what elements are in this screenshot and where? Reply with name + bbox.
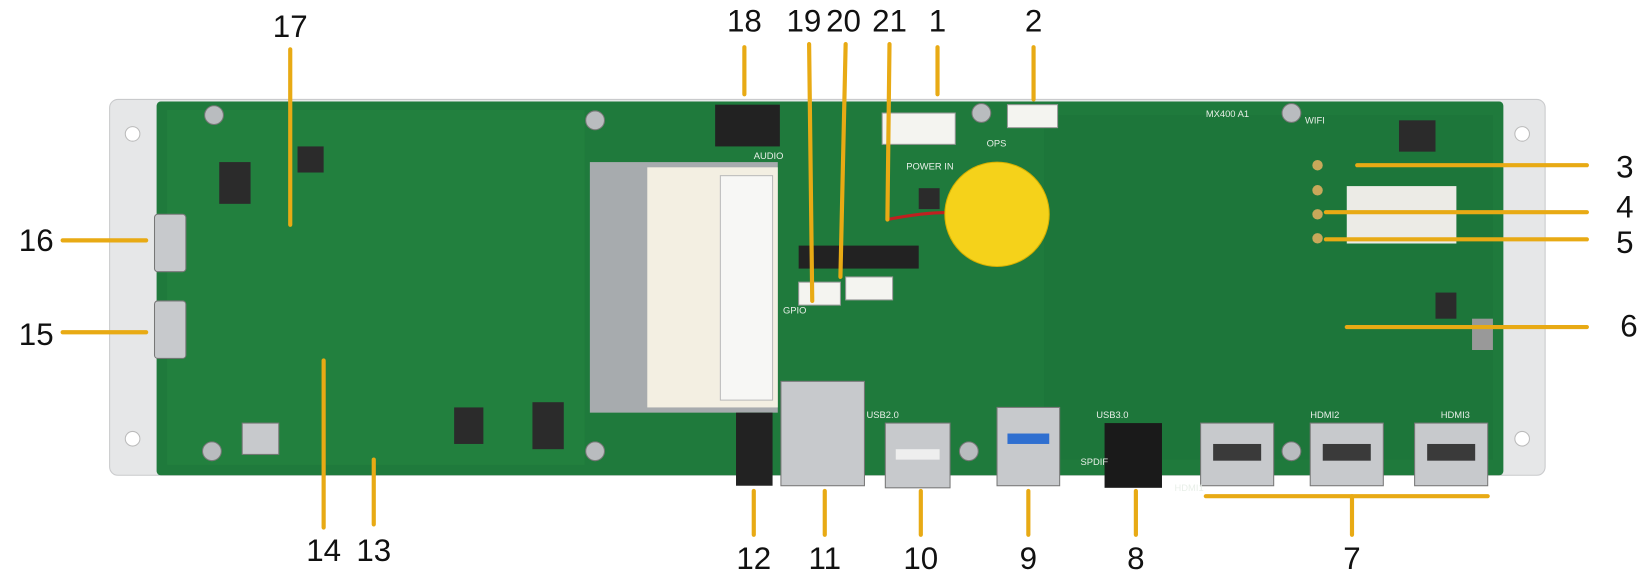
gpio-header [798,245,919,269]
callout-4: 4 [1323,189,1634,224]
power-in-connector [881,112,956,145]
callout-label-1: 1 [929,4,946,39]
mount-hole [124,430,141,447]
usb-c-port-top [153,213,187,273]
silk-spdif: SPDIF [1081,456,1109,467]
callout-19: 19 [786,4,821,304]
callout-5: 5 [1323,225,1634,260]
silk-wifi: WIFI [1305,114,1325,125]
silk-power-in: POWER IN [906,160,953,171]
screw [202,441,222,462]
mini-usb [241,422,280,455]
screw [1281,441,1302,462]
screw [585,110,606,131]
callout-label-21: 21 [872,4,907,39]
rj45-port [780,380,865,487]
callout-label-15: 15 [19,317,54,352]
audio-jack-bottom [736,412,773,486]
callout-14: 14 [306,358,341,568]
callout-11: 11 [809,488,842,576]
callout-label-3: 3 [1616,150,1633,185]
callout-6: 6 [1344,308,1637,343]
mount-hole [1514,126,1530,142]
silk-gpio: GPIO [783,304,806,315]
silk-hdmi2: HDMI2 [1310,409,1339,420]
callout-2: 2 [1025,4,1042,102]
callout-21: 21 [872,4,907,222]
screw [958,441,979,462]
leader-line-19 [807,42,815,304]
silk-ops: OPS [987,137,1007,148]
screw [971,103,992,123]
callout-label-20: 20 [826,4,861,39]
callout-13: 13 [356,457,391,568]
usb3-port [996,406,1061,487]
connector-20 [845,276,894,301]
callout-label-9: 9 [1020,541,1037,576]
callout-label-19: 19 [786,4,821,39]
usb-c-port-bottom [153,300,187,359]
callout-label-5: 5 [1616,225,1633,260]
callout-label-10: 10 [903,541,938,576]
connector-19 [798,281,841,306]
callout-label-17: 17 [273,9,308,44]
callout-12: 12 [736,488,771,576]
silk-audio: AUDIO [754,150,784,161]
callout-1: 1 [929,4,946,97]
leader-line-21 [885,42,892,222]
wifi-module [1346,186,1457,244]
leader-line-20 [838,42,848,280]
callout-10: 10 [903,488,938,576]
mount-hole [1514,430,1530,447]
callout-7: 7 [1203,494,1490,576]
callout-18: 18 [727,4,762,97]
screw [1281,103,1302,123]
silk-hdmi1: HDMI1 [1175,482,1204,493]
callout-label-16: 16 [19,223,54,258]
rtc-battery [944,161,1050,268]
ops-connector [1006,104,1059,129]
callout-label-11: 11 [809,541,842,576]
silk-usb30: USB3.0 [1096,409,1128,420]
callout-3: 3 [1355,150,1634,185]
callout-16: 16 [19,223,149,258]
callout-label-12: 12 [736,541,771,576]
silk-usb20: USB2.0 [867,409,899,420]
callout-20: 20 [826,4,861,280]
spdif-port [1104,423,1162,488]
silk-hdmi3: HDMI3 [1441,409,1470,420]
callout-label-2: 2 [1025,4,1042,39]
silk-model: MX400 A1 [1206,108,1249,119]
callout-8: 8 [1127,488,1145,576]
callout-label-18: 18 [727,4,762,39]
callout-label-6: 6 [1620,308,1637,343]
callout-15: 15 [19,317,149,352]
callout-label-8: 8 [1127,541,1144,576]
callout-9: 9 [1020,488,1037,576]
screw [204,105,224,126]
callout-17: 17 [273,9,308,227]
audio-jack-top [715,104,780,147]
callout-label-7: 7 [1343,541,1360,576]
mount-hole [124,126,141,142]
callout-label-4: 4 [1616,189,1633,224]
callout-label-13: 13 [356,533,391,568]
callout-label-14: 14 [306,533,341,568]
screw [585,441,606,462]
